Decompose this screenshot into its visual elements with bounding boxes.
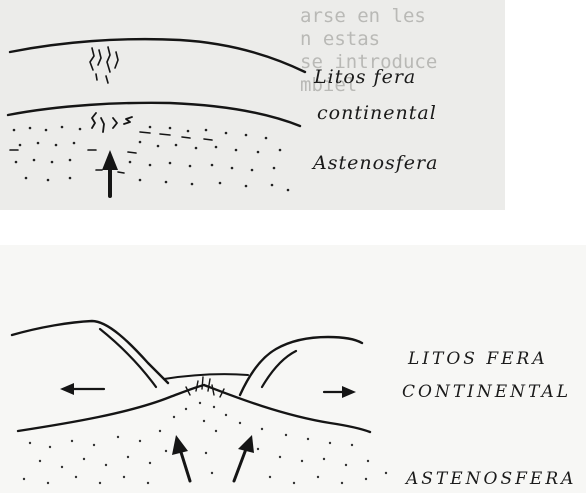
asthenosphere-stipple-top: [13, 126, 290, 192]
extension-arrow-left: [60, 383, 104, 395]
extension-arrow-right: [324, 386, 356, 398]
asthenosphere-label: Astenosfera: [313, 152, 438, 174]
left-block-fault: [100, 329, 156, 387]
lithosphere-top-line: [10, 39, 305, 72]
upwelling-arrow-right: [234, 435, 254, 481]
rift-fissures: [186, 377, 224, 397]
bottom-diagram-drawing: [0, 245, 586, 493]
lithosphere-cracks: [90, 47, 118, 83]
upwelling-arrow: [102, 150, 118, 196]
lithosphere-base-line: [8, 103, 300, 126]
upwelling-arrow-left: [172, 435, 190, 481]
asthenosphere-label: ASTENOSFERA: [406, 469, 576, 489]
lithosphere-label-line1: LITOS FERA: [408, 349, 548, 369]
rifting-stage-2-panel: LITOS FERA CONTINENTAL ASTENOSFERA: [0, 245, 586, 493]
right-continent-block: [240, 337, 362, 395]
lithosphere-label-line1: Litos fera: [314, 66, 416, 88]
lithosphere-label-line2: continental: [317, 102, 437, 124]
top-diagram-drawing: [0, 0, 586, 215]
lithosphere-label-line2: CONTINENTAL: [402, 382, 571, 402]
rising-melt-marks: [92, 113, 132, 132]
asthenosphere-stipple-bottom: [23, 402, 387, 484]
rift-basin-floor: [164, 374, 248, 379]
